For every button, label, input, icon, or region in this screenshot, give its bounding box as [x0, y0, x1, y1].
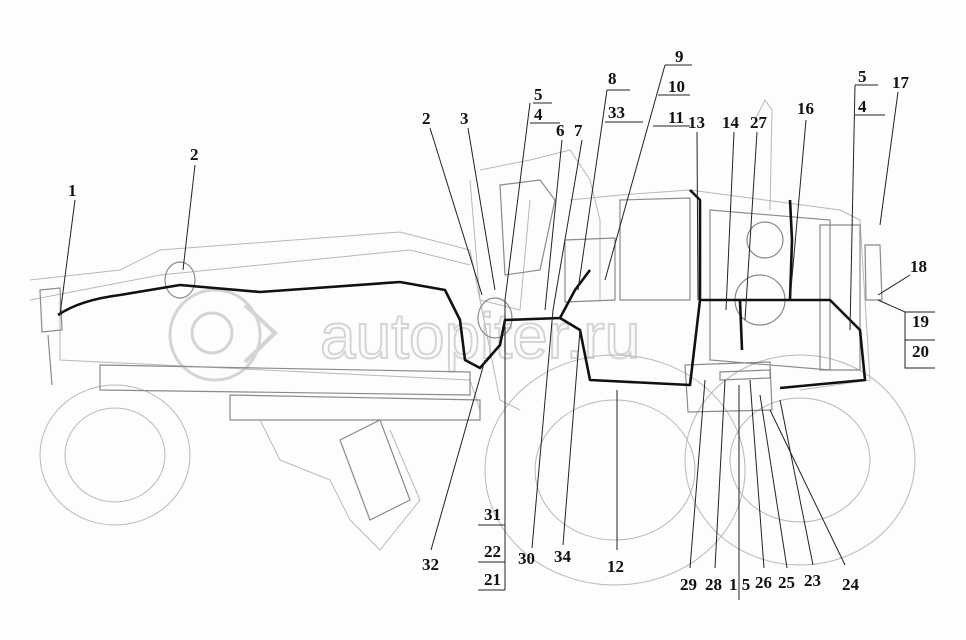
callout-17: 17 — [892, 73, 910, 92]
callout-5: 5 — [534, 85, 543, 104]
callout-32: 32 — [422, 555, 439, 574]
callout-18: 18 — [910, 257, 927, 276]
callout-1: 1 — [68, 181, 77, 200]
callout-23: 23 — [804, 571, 821, 590]
callout-12: 12 — [607, 557, 624, 576]
callout-9: 9 — [675, 47, 684, 66]
callout-21: 21 — [484, 570, 501, 589]
callout-labels: 1 2 2 3 5 4 6 7 8 33 9 10 11 13 14 27 16… — [68, 47, 929, 594]
callout-4: 4 — [858, 97, 867, 116]
callout-5: 5 — [858, 67, 867, 86]
wheels — [39, 354, 916, 586]
callout-28: 28 — [705, 575, 722, 594]
callout-30: 30 — [518, 549, 535, 568]
callout-7: 7 — [574, 121, 583, 140]
callout-15: 1 5 — [729, 575, 750, 594]
watermark-logo: autopiter.ru — [168, 288, 641, 382]
callout-8: 8 — [608, 69, 617, 88]
callout-11: 11 — [668, 108, 684, 127]
callout-20: 20 — [912, 342, 929, 361]
wiring-harness — [57, 189, 867, 390]
callout-34: 34 — [554, 547, 572, 566]
callout-19: 19 — [912, 312, 929, 331]
callout-2: 2 — [422, 109, 431, 128]
callout-24: 24 — [842, 575, 860, 594]
callout-14: 14 — [722, 113, 740, 132]
watermark-text: autopiter.ru — [320, 300, 640, 372]
leader-lines — [59, 64, 935, 600]
callout-2: 2 — [190, 145, 199, 164]
machine-frame — [29, 99, 883, 551]
callout-6: 6 — [556, 121, 565, 140]
callout-33: 33 — [608, 103, 625, 122]
callout-13: 13 — [688, 113, 705, 132]
callout-27: 27 — [750, 113, 768, 132]
callout-26: 26 — [755, 573, 772, 592]
callout-3: 3 — [460, 109, 469, 128]
callout-4: 4 — [534, 105, 543, 124]
callout-22: 22 — [484, 542, 501, 561]
callout-29: 29 — [680, 575, 697, 594]
callout-25: 25 — [778, 573, 795, 592]
callout-16: 16 — [797, 99, 814, 118]
callout-10: 10 — [668, 77, 685, 96]
callout-31: 31 — [484, 505, 501, 524]
